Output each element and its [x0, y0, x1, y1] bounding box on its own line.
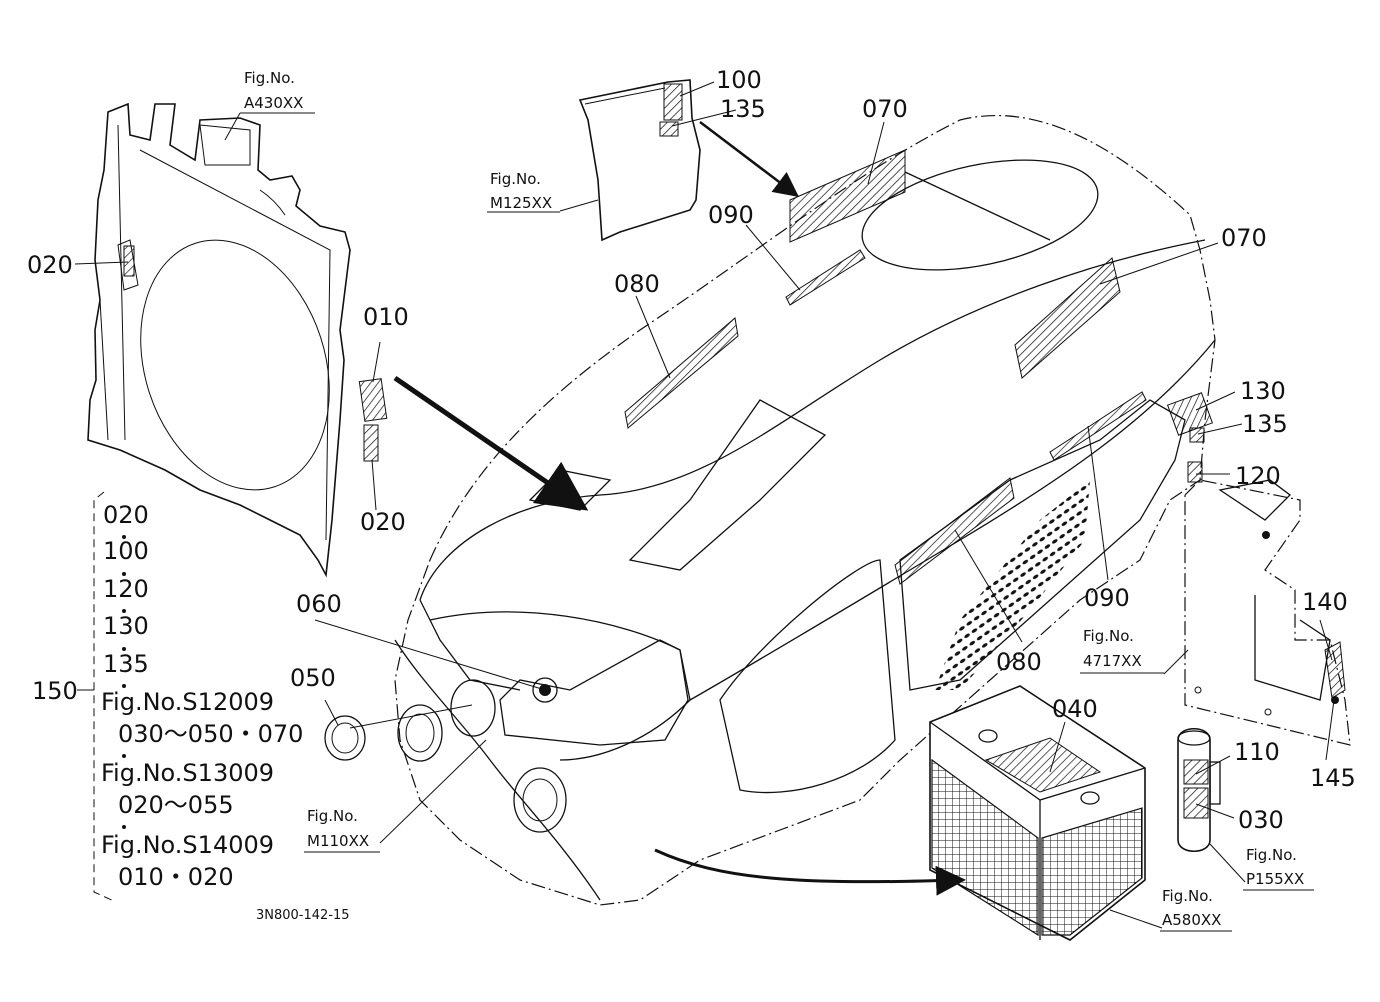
- callout-135: 135: [720, 95, 766, 123]
- callout-numbers: 020 010 020 100 135 070 090 070 080 130 …: [27, 66, 1356, 834]
- side-panel: [1184, 479, 1351, 746]
- decal-080-top: [624, 317, 739, 429]
- figref-4717: Fig.No. 4717XX: [1080, 627, 1164, 674]
- callout-080: 080: [614, 270, 660, 298]
- figref-m125: Fig.No. M125XX: [487, 170, 560, 213]
- figref-label: Fig.No.: [490, 170, 541, 188]
- set-fig-parts: 010・020: [118, 863, 234, 891]
- arrow-shroud-to-hood: [393, 375, 589, 511]
- set-item: 020: [103, 501, 149, 529]
- set-fig-parts: 020～055: [118, 791, 234, 819]
- set-item: 130: [103, 612, 149, 640]
- callout-030: 030: [1238, 806, 1284, 834]
- headlight-left: [397, 704, 443, 762]
- figref-code: P155XX: [1246, 870, 1304, 888]
- hood-ornament-plate: [450, 679, 496, 737]
- decal-070-top: [789, 149, 906, 243]
- radiator-shroud: [87, 102, 351, 578]
- decal-090-top: [785, 249, 866, 306]
- decal-080-right: [894, 477, 1015, 585]
- arrow-hood-to-battery: [654, 848, 966, 896]
- callout-070: 070: [862, 95, 908, 123]
- set-list: 150 020 100 120 130 135 Fig.No.S12009 03…: [32, 491, 303, 903]
- figref-label: Fig.No.: [1083, 627, 1134, 645]
- figref-p155: Fig.No. P155XX: [1243, 846, 1314, 891]
- callout-010: 010: [363, 303, 409, 331]
- callout-120: 120: [1235, 462, 1281, 490]
- emblem-050: [324, 715, 366, 761]
- arrow-fender-to-hood: [699, 121, 799, 198]
- figref-a430: Fig.No. A430XX: [244, 69, 303, 112]
- callout-090: 090: [708, 201, 754, 229]
- figref-a580: Fig.No. A580XX: [1160, 887, 1232, 932]
- decal-120: [1187, 461, 1203, 483]
- figref-code: M125XX: [490, 194, 552, 212]
- drawing-code: 3N800-142-15: [256, 908, 350, 923]
- decal-010: [358, 378, 388, 422]
- set-fig-parts: 030～050・070: [118, 720, 303, 748]
- hood: [394, 115, 1216, 906]
- headlight-lower: [513, 767, 567, 833]
- decal-135: [1189, 427, 1205, 443]
- set-number: 150: [32, 677, 78, 705]
- figref-label: Fig.No.: [1162, 887, 1213, 905]
- callout-145: 145: [1310, 764, 1356, 792]
- set-item: 120: [103, 575, 149, 603]
- figref-code: 4717XX: [1083, 652, 1142, 670]
- callout-130: 130: [1240, 377, 1286, 405]
- emblem-050-inner: [331, 722, 359, 754]
- callout-090: 090: [1084, 584, 1130, 612]
- callout-020: 020: [27, 251, 73, 279]
- set-fig: Fig.No.S14009: [101, 831, 274, 859]
- callout-100: 100: [716, 66, 762, 94]
- figref-m110: Fig.No. M110XX: [304, 807, 380, 853]
- headlight-left-inner: [405, 713, 435, 753]
- emblem-060: [532, 677, 558, 703]
- figref-label: Fig.No.: [307, 807, 358, 825]
- callout-040: 040: [1052, 695, 1098, 723]
- set-fig: Fig.No.S12009: [101, 688, 274, 716]
- battery: [929, 685, 1146, 941]
- callout-135: 135: [1242, 410, 1288, 438]
- callout-080: 080: [996, 648, 1042, 676]
- decal-070-right: [1014, 257, 1121, 379]
- set-fig: Fig.No.S13009: [101, 759, 274, 787]
- callout-140: 140: [1302, 588, 1348, 616]
- decal-020-mid: [363, 424, 379, 462]
- callout-110: 110: [1234, 738, 1280, 766]
- leader-lines: [74, 81, 1335, 929]
- decal-090-right: [1049, 391, 1147, 461]
- headlight-lower-inner: [522, 778, 558, 822]
- callout-020: 020: [360, 508, 406, 536]
- canister: [1177, 727, 1221, 853]
- set-item: 100: [103, 537, 149, 565]
- set-item: 135: [103, 650, 149, 678]
- figref-code: M110XX: [307, 832, 369, 850]
- callout-070: 070: [1221, 224, 1267, 252]
- figref-label: Fig.No.: [244, 69, 295, 87]
- callout-060: 060: [296, 590, 342, 618]
- label-020-shroud: [123, 245, 135, 277]
- figref-code: A580XX: [1162, 911, 1221, 929]
- figref-code: A430XX: [244, 94, 303, 112]
- fender-panel: [578, 79, 701, 242]
- callout-050: 050: [290, 664, 336, 692]
- figref-label: Fig.No.: [1246, 846, 1297, 864]
